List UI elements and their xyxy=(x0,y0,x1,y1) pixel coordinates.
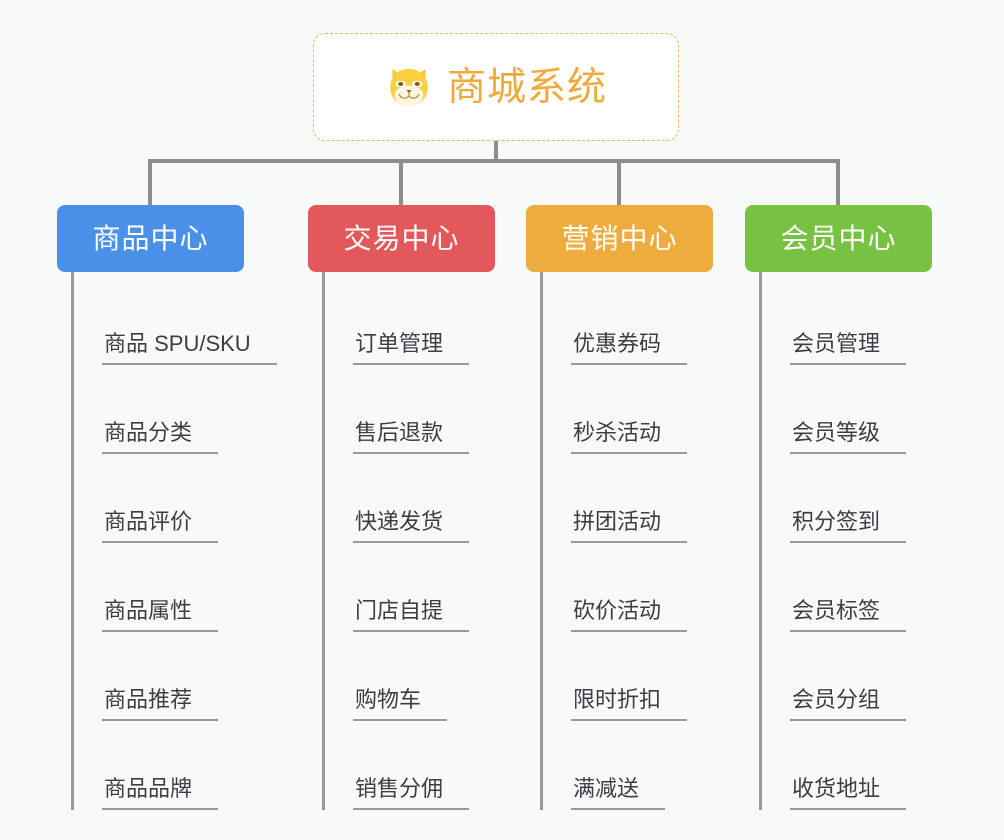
leaf-label: 商品属性 xyxy=(102,598,219,632)
list-item[interactable]: 售后退款 xyxy=(322,365,552,454)
leaf-label: 购物车 xyxy=(353,687,448,721)
leaf-label: 砍价活动 xyxy=(571,598,688,632)
leaf-spine-1 xyxy=(71,276,74,810)
leaf-column-4: 会员管理 会员等级 积分签到 会员标签 会员分组 收货地址 xyxy=(759,276,989,810)
leaf-spine-2 xyxy=(322,276,325,810)
connector-drop-2 xyxy=(399,159,403,205)
list-item[interactable]: 商品 SPU/SKU xyxy=(71,276,301,365)
leaf-label: 商品 SPU/SKU xyxy=(102,331,277,365)
list-item[interactable]: 商品分类 xyxy=(71,365,301,454)
leaf-column-2: 订单管理 售后退款 快递发货 门店自提 购物车 销售分佣 xyxy=(322,276,552,810)
list-item[interactable]: 快递发货 xyxy=(322,454,552,543)
root-node-title: 商城系统 xyxy=(446,65,607,109)
leaf-label: 优惠券码 xyxy=(571,331,688,365)
leaf-label: 门店自提 xyxy=(353,598,470,632)
root-node-shopping-mall-system[interactable]: 商城系统 xyxy=(313,33,679,141)
connector-horizontal-bar xyxy=(148,159,840,163)
leaf-label: 拼团活动 xyxy=(571,509,688,543)
list-item[interactable]: 商品推荐 xyxy=(71,632,301,721)
leaf-label: 快递发货 xyxy=(353,509,470,543)
category-label-2: 交易中心 xyxy=(343,222,460,254)
leaf-label: 订单管理 xyxy=(353,331,470,365)
leaf-column-3: 优惠券码 秒杀活动 拼团活动 砍价活动 限时折扣 满减送 xyxy=(540,276,770,810)
leaf-label: 会员标签 xyxy=(790,598,907,632)
leaf-label: 商品评价 xyxy=(102,509,219,543)
leaf-column-1: 商品 SPU/SKU 商品分类 商品评价 商品属性 商品推荐 商品品牌 xyxy=(71,276,301,810)
list-item[interactable]: 积分签到 xyxy=(759,454,989,543)
list-item[interactable]: 会员管理 xyxy=(759,276,989,365)
category-label-4: 会员中心 xyxy=(780,222,897,254)
list-item[interactable]: 购物车 xyxy=(322,632,552,721)
connector-root-stem xyxy=(494,141,498,163)
list-item[interactable]: 收货地址 xyxy=(759,721,989,810)
category-label-3: 营销中心 xyxy=(561,222,678,254)
leaf-label: 秒杀活动 xyxy=(571,420,688,454)
shiba-dog-face-icon xyxy=(385,63,433,111)
connector-drop-4 xyxy=(836,159,840,205)
leaf-label: 会员等级 xyxy=(790,420,907,454)
category-box-4[interactable]: 会员中心 xyxy=(745,205,932,272)
list-item[interactable]: 限时折扣 xyxy=(540,632,770,721)
list-item[interactable]: 砍价活动 xyxy=(540,543,770,632)
list-item[interactable]: 商品属性 xyxy=(71,543,301,632)
leaf-label: 会员分组 xyxy=(790,687,907,721)
list-item[interactable]: 优惠券码 xyxy=(540,276,770,365)
leaf-label: 会员管理 xyxy=(790,331,907,365)
list-item[interactable]: 会员分组 xyxy=(759,632,989,721)
leaf-label: 商品品牌 xyxy=(102,776,219,810)
list-item[interactable]: 拼团活动 xyxy=(540,454,770,543)
leaf-label: 满减送 xyxy=(571,776,666,810)
list-item[interactable]: 满减送 xyxy=(540,721,770,810)
category-box-3[interactable]: 营销中心 xyxy=(526,205,713,272)
leaf-label: 商品推荐 xyxy=(102,687,219,721)
list-item[interactable]: 秒杀活动 xyxy=(540,365,770,454)
category-label-1: 商品中心 xyxy=(92,222,209,254)
list-item[interactable]: 订单管理 xyxy=(322,276,552,365)
list-item[interactable]: 门店自提 xyxy=(322,543,552,632)
leaf-label: 收货地址 xyxy=(790,776,907,810)
leaf-label: 限时折扣 xyxy=(571,687,688,721)
list-item[interactable]: 商品评价 xyxy=(71,454,301,543)
leaf-spine-3 xyxy=(540,276,543,810)
list-item[interactable]: 会员等级 xyxy=(759,365,989,454)
leaf-spine-4 xyxy=(759,276,762,810)
leaf-label: 积分签到 xyxy=(790,509,907,543)
leaf-label: 销售分佣 xyxy=(353,776,470,810)
list-item[interactable]: 会员标签 xyxy=(759,543,989,632)
connector-drop-3 xyxy=(617,159,621,205)
connector-drop-1 xyxy=(148,159,152,205)
leaf-label: 售后退款 xyxy=(353,420,470,454)
list-item[interactable]: 商品品牌 xyxy=(71,721,301,810)
category-box-1[interactable]: 商品中心 xyxy=(57,205,244,272)
category-box-2[interactable]: 交易中心 xyxy=(308,205,495,272)
list-item[interactable]: 销售分佣 xyxy=(322,721,552,810)
leaf-label: 商品分类 xyxy=(102,420,219,454)
